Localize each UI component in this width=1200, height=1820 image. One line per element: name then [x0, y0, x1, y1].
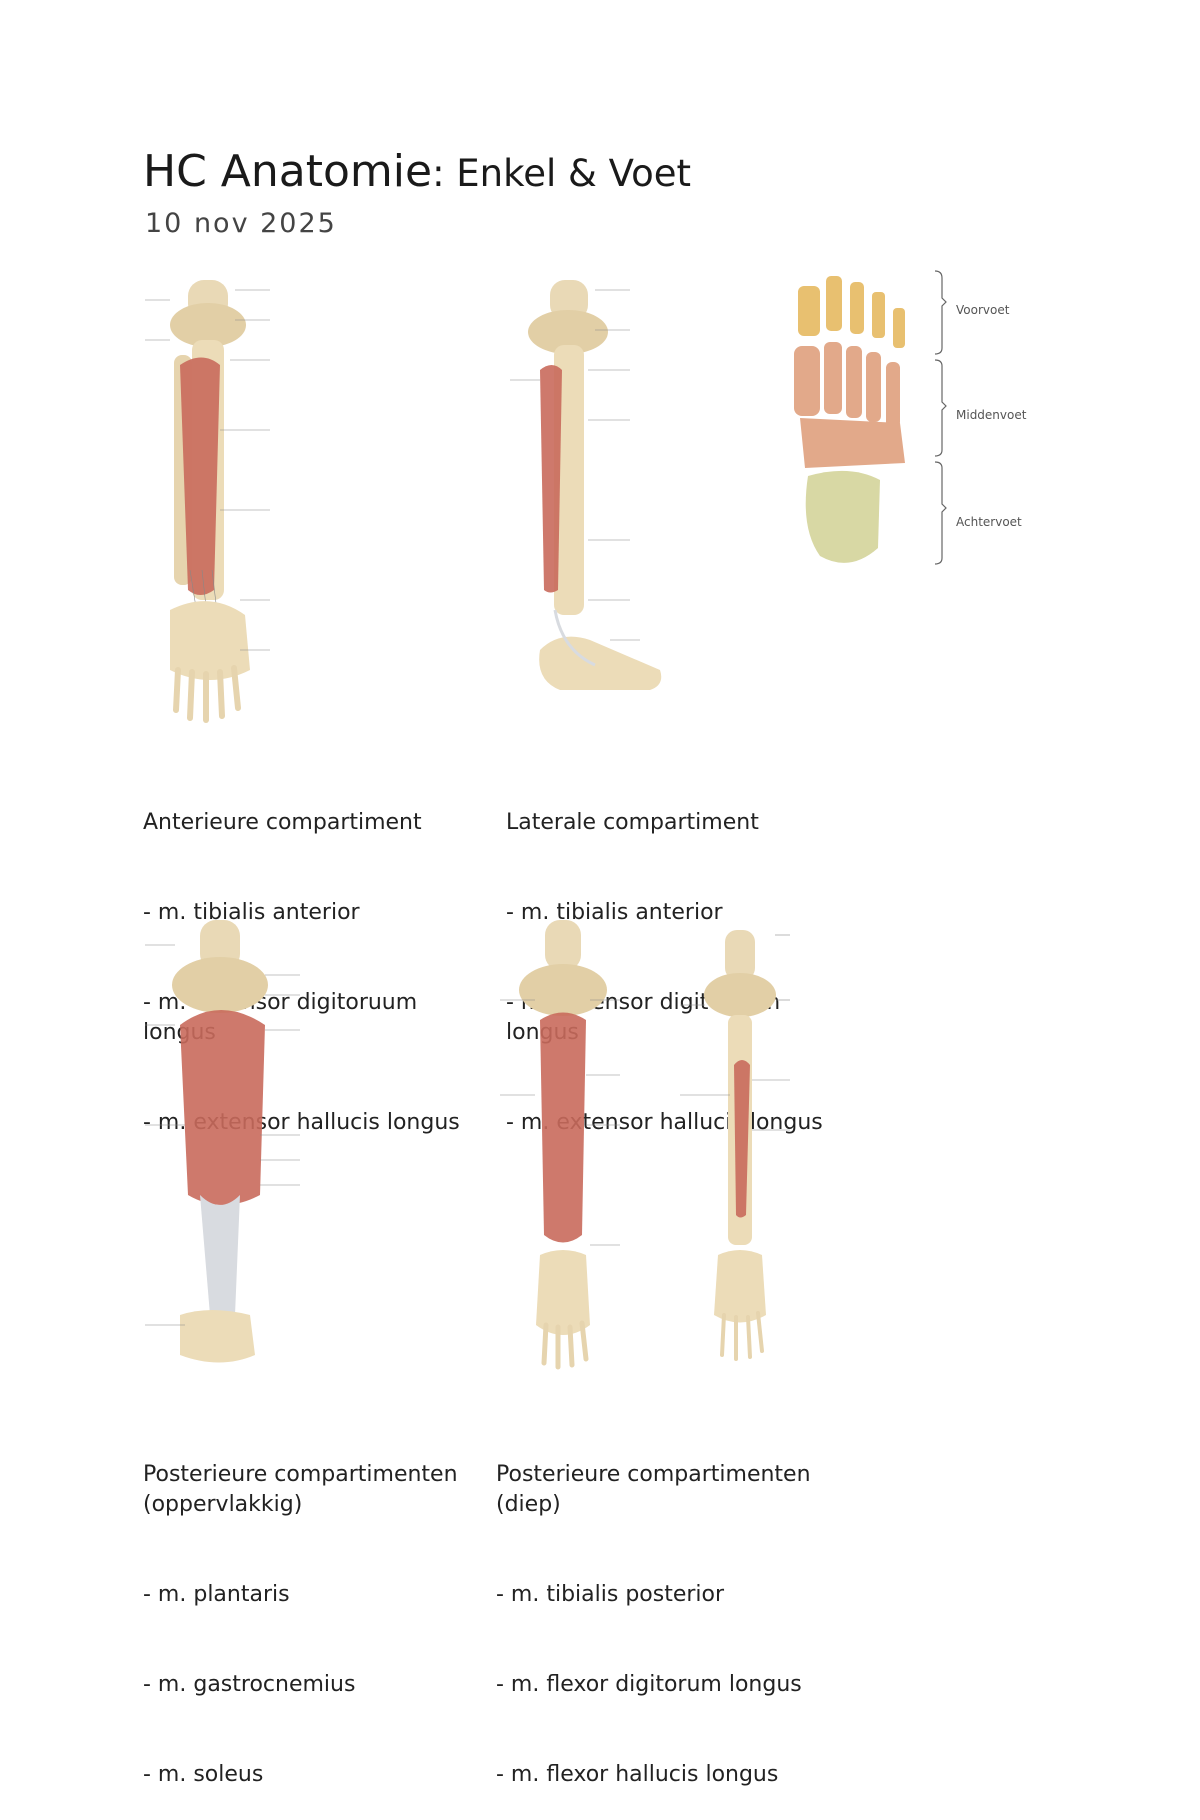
label-hindfoot: Achtervoet [956, 515, 1022, 529]
section-anterior: Anterieure compartiment - m. tibialis an… [143, 748, 473, 1168]
list-item: - m. tibialis posterior [496, 1582, 725, 1607]
section-title: Anterieure compartiment [143, 810, 422, 835]
figure-anterior-leg [145, 280, 270, 723]
section-lateral: Laterale compartiment - m. tibialis ante… [506, 748, 836, 1168]
page-date: 10 nov 2025 [145, 208, 337, 239]
list-item: - m. extensor hallucis longus [506, 1110, 823, 1135]
section-title: Laterale compartiment [506, 810, 759, 835]
figure-posterior-superficial [145, 920, 300, 1363]
list-item: - m. tibialis anterior [506, 900, 723, 925]
section-title: Posterieure compartimenten (diep) [496, 1462, 818, 1517]
title-main: HC Anatomie [143, 146, 433, 197]
label-midfoot: Middenvoet [956, 408, 1027, 422]
list-item: - m. gastrocnemius [143, 1672, 356, 1697]
list-item: - m. soleus [143, 1762, 264, 1787]
title-sub: : Enkel & Voet [432, 152, 692, 195]
list-item: - m. flexor hallucis longus [496, 1762, 779, 1787]
figure-lateral-leg [510, 280, 662, 690]
figure-foot-bones [794, 270, 947, 565]
list-item: - m. tibialis anterior [143, 900, 360, 925]
list-item: - m. flexor digitorum longus [496, 1672, 802, 1697]
section-title: Posterieure compartimenten (oppervlakkig… [143, 1462, 465, 1517]
figure-posterior-deep [500, 920, 790, 1370]
section-posterior-deep: Posterieure compartimenten (diep) - m. t… [496, 1400, 836, 1820]
section-posterior-superficial: Posterieure compartimenten (oppervlakkig… [143, 1400, 483, 1820]
list-item: - m. plantaris [143, 1582, 290, 1607]
label-forefoot: Voorvoet [956, 303, 1010, 317]
page-title: HC Anatomie: Enkel & Voet [143, 144, 691, 202]
